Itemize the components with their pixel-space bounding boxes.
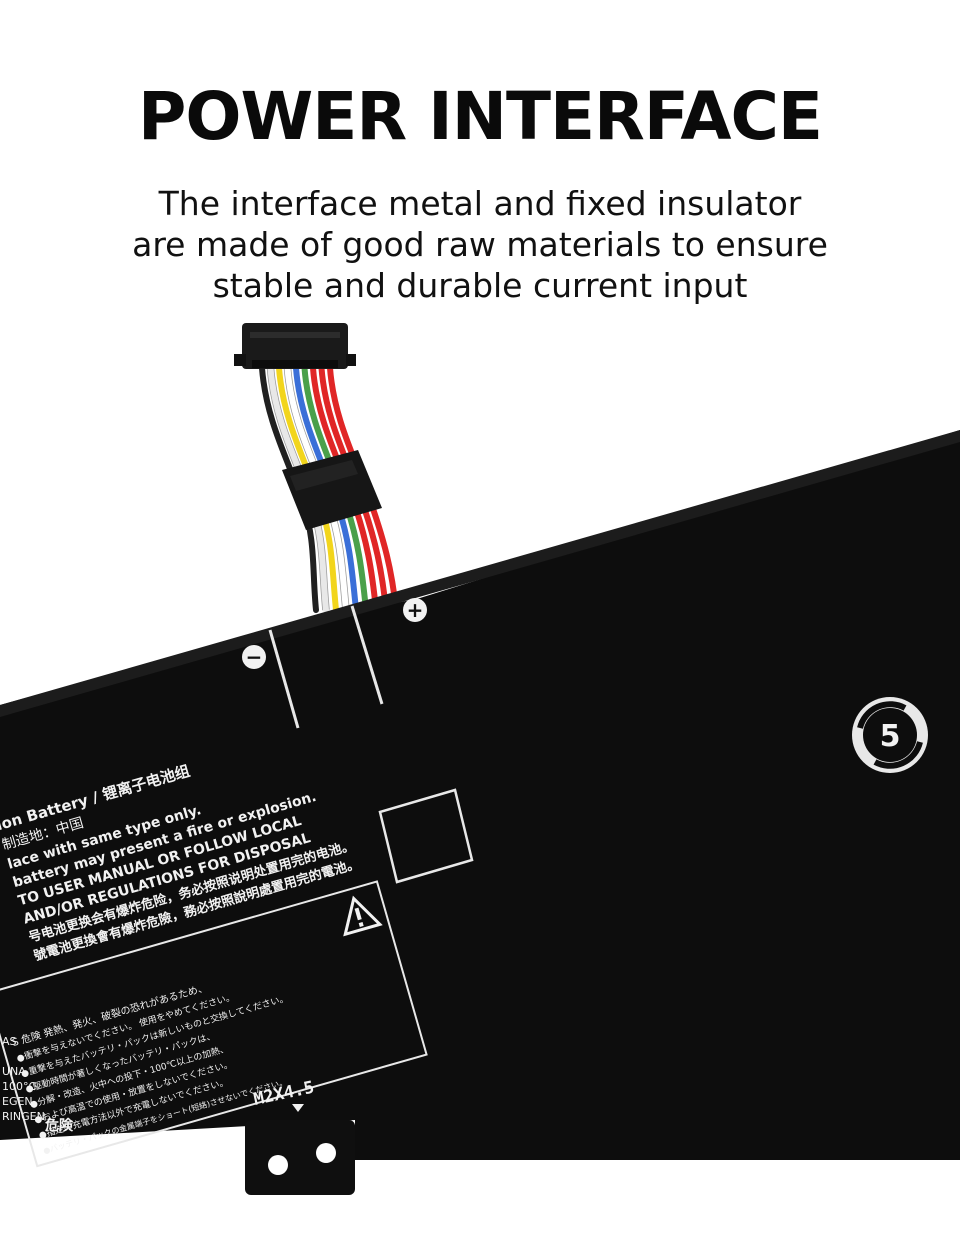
recycle-badge: 5: [852, 697, 928, 773]
recycle-number: 5: [880, 719, 901, 754]
label-square-mark: [378, 788, 474, 884]
side-fragment: AS: [2, 1035, 17, 1048]
cable-sleeve: [282, 450, 382, 530]
side-fragment: RINGEN: [2, 1110, 45, 1123]
battery-illustration: − + 5 ion Battery / 锂离子电池组 制造地：中国 lace w…: [0, 323, 960, 1195]
side-fragment: 100°C: [2, 1080, 36, 1093]
battery-body: [0, 430, 960, 1195]
battery-photo: − + 5 ion Battery / 锂离子电池组 制造地：中国 lace w…: [0, 300, 960, 1257]
label-side-fragments: AS UNA 100°C EGEN, RINGEN 危険: [2, 1035, 74, 1134]
subtitle-line: are made of good raw materials to ensure: [132, 225, 828, 264]
positive-symbol: +: [407, 598, 424, 622]
negative-terminal: −: [242, 645, 266, 669]
side-fragment: UNA: [2, 1065, 26, 1078]
screw-arrow-icon: [292, 1104, 304, 1112]
page-title: POWER INTERFACE: [138, 78, 823, 155]
subtitle-line: The interface metal and fixed insulator: [158, 184, 802, 223]
side-fragment: EGEN,: [2, 1095, 36, 1108]
bottom-warning-text: 危険: [44, 1117, 74, 1134]
negative-symbol: −: [246, 645, 263, 669]
terminal-lines: [268, 605, 384, 729]
positive-terminal: +: [403, 598, 427, 622]
page-subtitle: The interface metal and fixed insulator …: [0, 183, 960, 306]
warning-triangle-icon: [343, 895, 383, 937]
power-connector: [234, 323, 356, 369]
subtitle-line: stable and durable current input: [212, 266, 748, 305]
